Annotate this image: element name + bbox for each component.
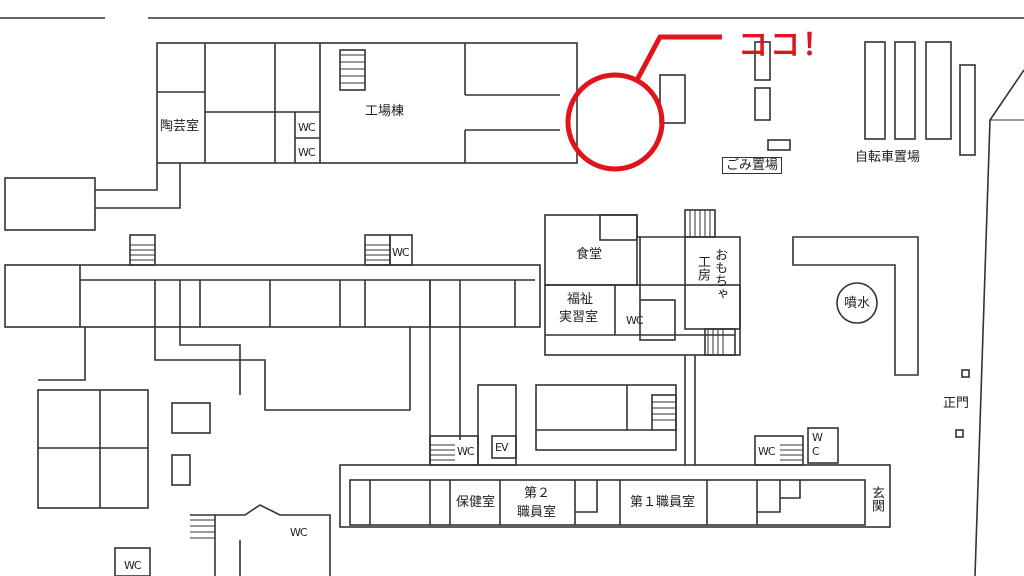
outdoor-structures <box>659 41 976 438</box>
room-health: 保健室 <box>456 495 496 510</box>
room-pottery: 陶芸室 <box>160 119 200 134</box>
room-staff2-line1: 第２ <box>524 486 551 501</box>
wc-label: WC <box>457 445 475 458</box>
connector <box>4 163 181 231</box>
wc-label: WC <box>626 314 644 327</box>
room-toy-line2: 工房 <box>695 255 710 281</box>
room-welfare-line2: 実習室 <box>559 310 599 325</box>
fountain-label: 噴水 <box>844 296 871 311</box>
room-cafeteria: 食堂 <box>576 247 603 262</box>
factory-building <box>156 42 578 164</box>
area-garbage: ごみ置場 <box>722 157 783 174</box>
here-callout: ココ！ <box>738 28 834 63</box>
room-staff1: 第１職員室 <box>630 495 696 510</box>
wc-label-c: C <box>812 445 820 458</box>
wc-label: WC <box>298 146 316 159</box>
wc-label: WC <box>298 121 316 134</box>
wc-label: WC <box>124 559 142 572</box>
main-gate-label: 正門 <box>943 396 970 411</box>
corridors <box>38 280 461 465</box>
room-staff2-line2: 職員室 <box>517 505 557 520</box>
room-factory: 工場棟 <box>365 104 405 119</box>
wc-label: WC <box>392 246 410 259</box>
location-marker <box>565 34 722 172</box>
stairs <box>130 54 803 539</box>
outer-boundary <box>0 17 1024 576</box>
wc-label: WC <box>758 445 776 458</box>
area-bicycle: 自転車置場 <box>855 150 921 165</box>
wc-label-w: W <box>812 431 823 444</box>
room-toy-line1: おもちゃ <box>712 248 727 300</box>
ev-label: EV <box>495 441 509 454</box>
south-wing <box>339 427 891 528</box>
wc-label: WC <box>290 526 308 539</box>
entrance-label: 玄関 <box>869 486 884 512</box>
southwest-blocks <box>37 389 331 576</box>
room-welfare-line1: 福祉 <box>567 292 594 307</box>
cafeteria-block <box>544 209 741 356</box>
